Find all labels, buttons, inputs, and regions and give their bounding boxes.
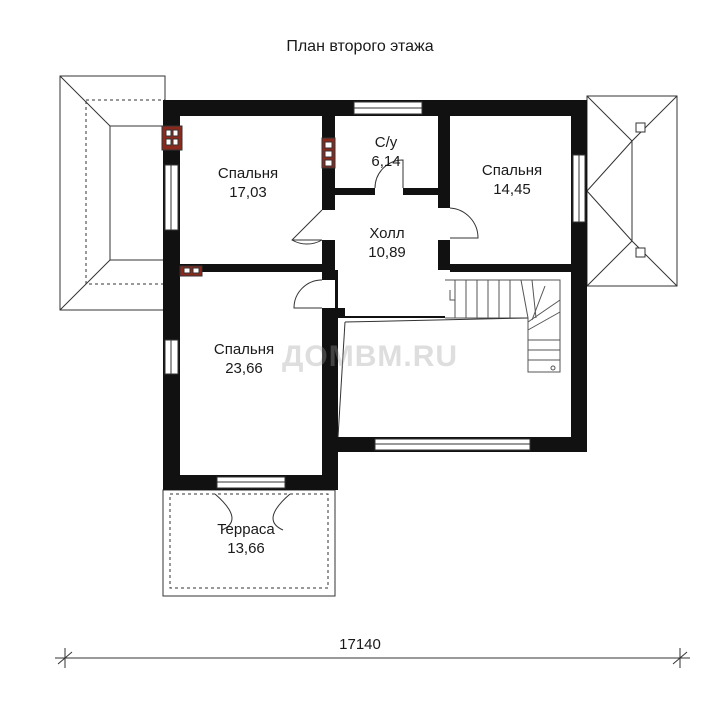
watermark: ДОМВМ.RU [282,340,459,373]
plan-title: План второго этажа [286,38,434,55]
room-name: С/у [374,134,398,151]
room-name: Спальня [217,165,279,182]
stairs [337,279,561,438]
room-label-bathroom: С/у 6,14 [371,133,400,171]
room-label-bedroom-3: Спальня 23,66 [214,340,274,378]
room-label-bedroom-2: Спальня 14,45 [482,161,542,199]
doors [291,159,479,309]
room-area: 6,14 [371,153,401,170]
room-name: Спальня [481,162,543,179]
room-area: 14,45 [493,181,531,198]
room-name: Холл [369,225,405,242]
room-label-hall: Холл 10,89 [368,224,406,262]
dimension-line [55,648,690,668]
overall-dimension: 17140 [339,636,381,653]
room-area: 13,66 [227,540,265,557]
right-roof [586,95,678,287]
room-area: 23,66 [225,360,263,377]
room-label-bedroom-1: Спальня 17,03 [218,164,278,202]
chimneys [161,125,336,277]
room-area: 10,89 [368,244,406,261]
left-roof [59,75,166,311]
room-name: Спальня [213,341,275,358]
room-name: Терраса [217,521,275,538]
room-area: 17,03 [229,184,267,201]
windows [164,101,586,489]
room-label-terrace: Терраса 13,66 [217,520,275,558]
